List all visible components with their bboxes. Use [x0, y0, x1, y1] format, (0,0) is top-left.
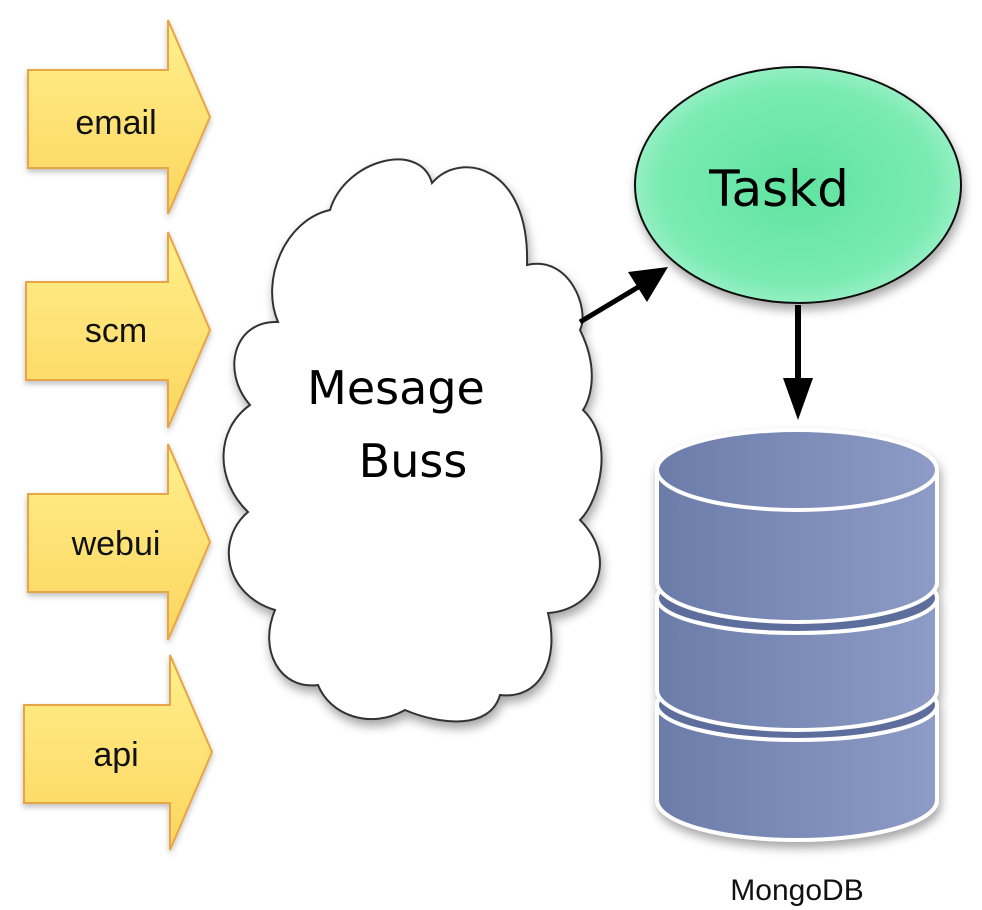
db-segment-bottom — [655, 703, 939, 842]
message-bus-cloud: Mesage Buss — [222, 158, 603, 723]
input-label-webui: webui — [71, 525, 161, 563]
cloud-shape — [222, 158, 603, 723]
mongodb-database-icon — [655, 428, 939, 842]
arrow-shape — [27, 443, 212, 641]
connector-bus-to-taskd — [578, 267, 668, 325]
input-arrow-scm: scm — [25, 231, 212, 429]
input-arrow-api: api — [23, 654, 214, 851]
taskd-label: Taskd — [708, 160, 849, 218]
arrow-shape — [25, 231, 212, 429]
db-segment-top — [655, 468, 939, 624]
arrowhead-icon — [783, 378, 813, 420]
message-bus-label-line1: Mesage — [307, 361, 485, 415]
input-label-scm: scm — [85, 312, 147, 350]
db-segment-middle — [655, 596, 939, 732]
input-label-email: email — [75, 104, 156, 142]
message-bus-label-line2: Buss — [359, 434, 468, 488]
db-top-cap — [655, 428, 939, 512]
connector-taskd-to-db — [783, 305, 813, 420]
arrow-shape — [23, 654, 214, 851]
mongodb-label: MongoDB — [730, 874, 863, 907]
input-arrow-webui: webui — [27, 443, 212, 641]
input-arrow-email: email — [27, 19, 212, 215]
arrow-shape — [27, 19, 212, 215]
connector-line — [578, 280, 647, 325]
input-label-api: api — [93, 736, 138, 774]
taskd-ellipse — [634, 66, 962, 304]
taskd-node: Taskd — [634, 66, 962, 304]
arrowhead-icon — [628, 267, 668, 302]
